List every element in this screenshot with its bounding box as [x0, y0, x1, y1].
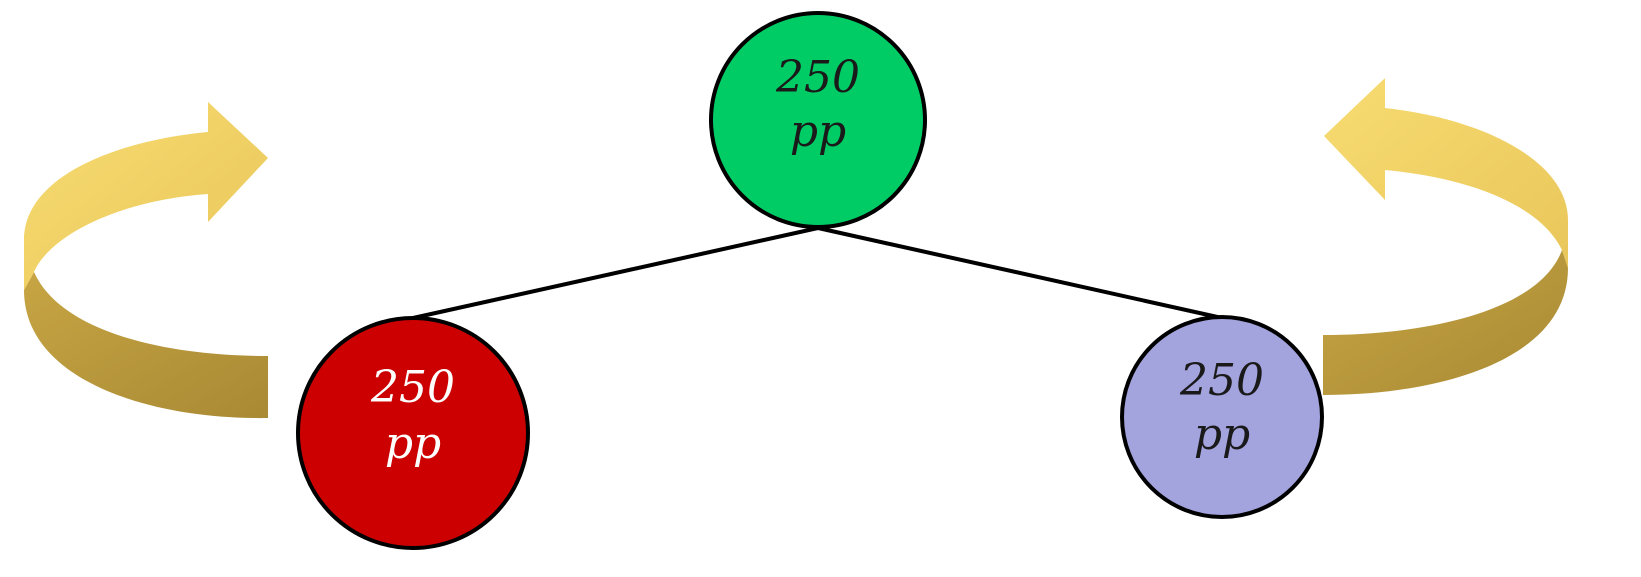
node-left-unit: pp — [385, 418, 441, 469]
node-right: 250 pp — [1120, 315, 1324, 519]
edge-top-left — [412, 226, 819, 320]
right-cycle-arrow-back — [1323, 250, 1568, 395]
node-right-unit: pp — [1194, 409, 1250, 460]
node-left: 250 pp — [296, 316, 530, 550]
node-top-circle — [709, 11, 927, 229]
node-top-value: 250 — [775, 52, 860, 103]
left-cycle-arrow — [24, 102, 268, 419]
left-cycle-arrow-back — [24, 272, 268, 419]
node-left-circle — [296, 316, 530, 550]
edges — [412, 226, 1223, 320]
node-right-value: 250 — [1179, 355, 1264, 406]
node-left-value: 250 — [370, 362, 455, 413]
right-cycle-arrow — [1323, 78, 1568, 395]
left-cycle-arrow-front — [24, 102, 268, 290]
right-cycle-arrow-front — [1324, 78, 1568, 268]
node-right-circle — [1120, 315, 1324, 519]
edge-top-right — [817, 226, 1223, 320]
node-top: 250 pp — [709, 11, 927, 229]
node-top-unit: pp — [790, 106, 846, 157]
